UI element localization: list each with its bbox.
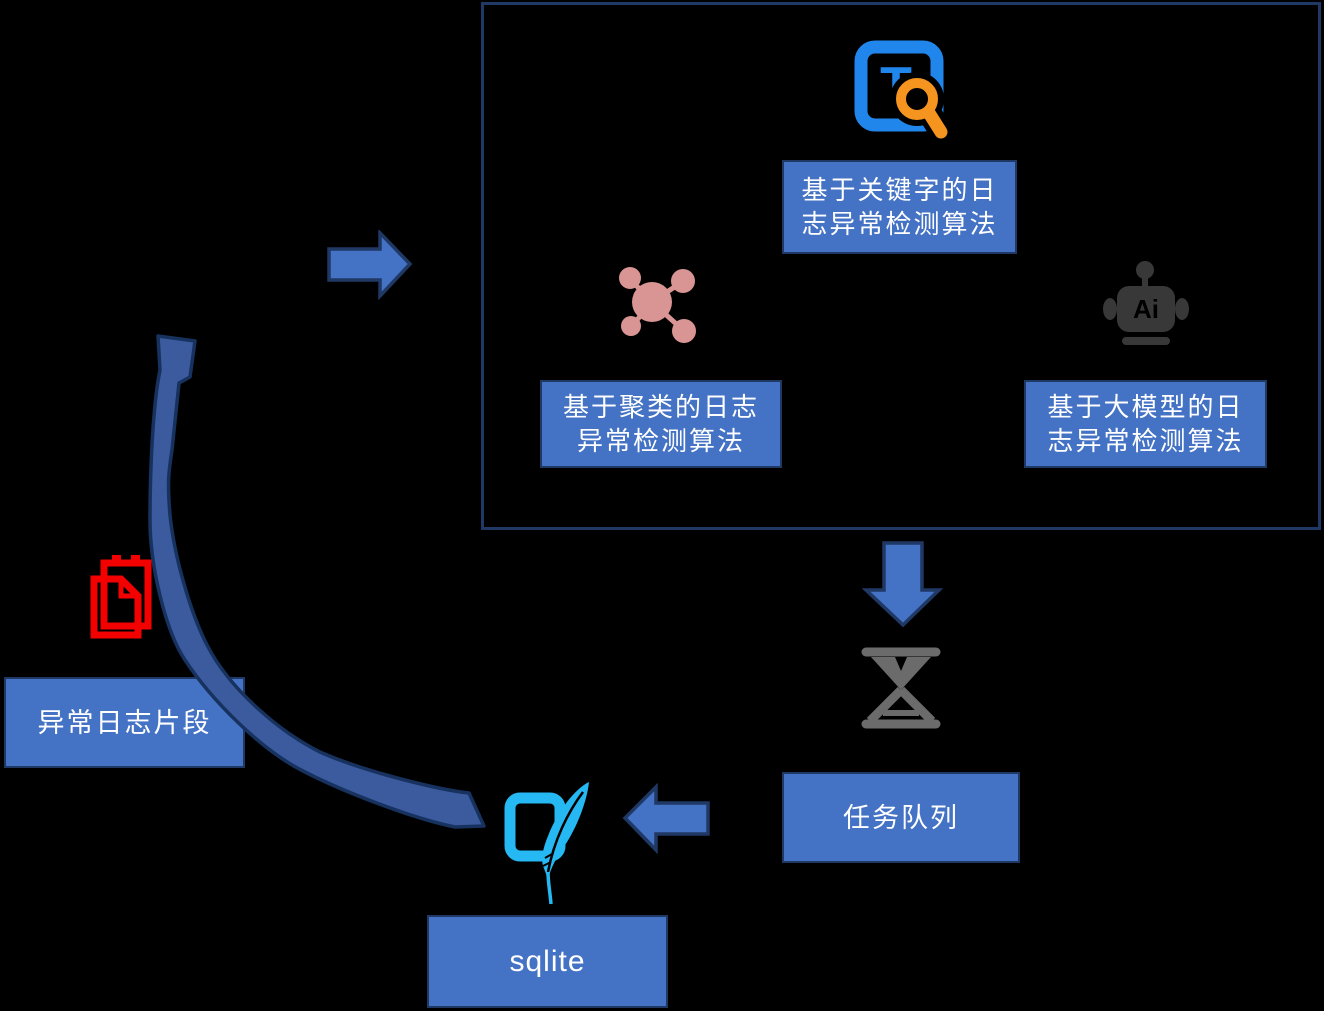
abnormal-log-documents-icon <box>90 555 152 639</box>
node-abnormal-log-segment: 异常日志片段 <box>4 677 245 768</box>
node-abnormal-log-label: 异常日志片段 <box>37 707 212 738</box>
arrow-right-icon <box>327 230 413 300</box>
node-llm-algorithm: 基于大模型的日 志异常检测算法 <box>1024 380 1267 468</box>
node-task-queue-label: 任务队列 <box>843 802 959 833</box>
node-keyword-line2: 志异常检测算法 <box>801 209 998 239</box>
cluster-icon <box>619 267 696 343</box>
ai-robot-icon: Ai <box>1103 261 1189 345</box>
text-search-icon: T <box>854 40 952 148</box>
node-sqlite: sqlite <box>427 915 668 1008</box>
magnifier-handle <box>922 106 948 139</box>
curved-arrow-icon <box>148 334 486 829</box>
node-llm-line2: 志异常检测算法 <box>1047 426 1244 456</box>
arrow-down-icon <box>862 541 944 628</box>
node-llm-line1: 基于大模型的日 <box>1047 392 1244 422</box>
ai-robot-label: Ai <box>1133 294 1159 324</box>
hourglass-icon <box>861 647 941 729</box>
node-cluster-line2: 异常检测算法 <box>576 426 745 456</box>
magnifier-lens <box>896 78 938 120</box>
algorithms-container-box <box>481 2 1321 530</box>
node-task-queue: 任务队列 <box>782 772 1020 863</box>
node-cluster-algorithm: 基于聚类的日志 异常检测算法 <box>540 380 782 468</box>
arrow-left-icon <box>622 783 710 854</box>
sqlite-feather-icon <box>504 782 589 905</box>
node-keyword-algorithm: 基于关键字的日 志异常检测算法 <box>782 160 1017 254</box>
node-sqlite-label: sqlite <box>509 944 586 978</box>
node-cluster-line1: 基于聚类的日志 <box>562 392 759 422</box>
node-keyword-line1: 基于关键字的日 <box>801 175 998 205</box>
